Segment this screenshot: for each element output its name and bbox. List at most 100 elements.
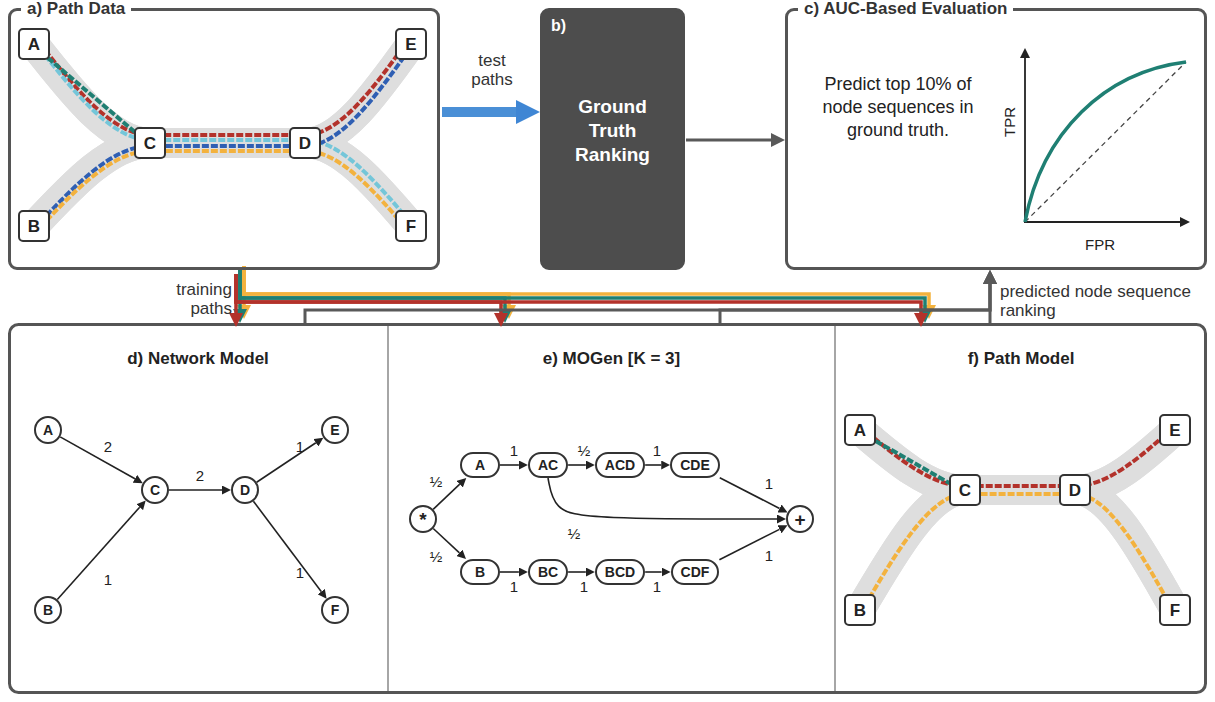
connector-line [57,507,139,599]
node-label: B [43,603,53,617]
node-label: * [419,510,426,529]
connector [253,501,321,591]
flow-label: training paths [140,280,232,318]
connector-line [500,571,519,573]
connector [257,443,316,482]
node-label: BC [538,565,558,579]
path-trace [34,36,411,135]
connector-line [548,478,777,519]
path-trace [860,426,1175,486]
connector-line [568,464,586,466]
path-trace [34,41,411,223]
connector-line [568,571,586,573]
connector-line [257,443,316,482]
state-node: CDF [671,559,720,585]
weight-label: 1 [104,572,112,588]
node-box: D [289,127,321,159]
node-label: F [406,218,416,235]
roc-y-axis [1024,58,1026,223]
node-label: C [150,483,160,497]
node-box: B [844,594,876,626]
node-label: D [240,483,250,497]
connector [568,572,586,573]
node-label: E [330,423,339,437]
weight-label: 1 [765,548,773,564]
weight-label: 1 [296,439,304,455]
node-box: F [395,210,427,242]
node-label: A [475,458,485,472]
connector [720,284,990,323]
node-label: CDE [680,458,710,472]
connector [60,437,135,479]
node-label: ACD [605,458,635,472]
connector [548,478,777,519]
connector [645,572,661,573]
connector [236,266,929,313]
mogen-panel: AACACDCDE*+BBCBCDCDFe) MOGen [K = 3] [388,323,835,694]
panel-divider [834,326,836,691]
node-label: F [1170,602,1180,619]
weight-label: 1 [510,443,518,459]
connector-line [442,107,516,117]
network-node: A [34,416,62,444]
path-band [34,143,411,226]
connector [645,465,661,466]
node-label: + [794,510,805,529]
state-node: B [460,559,500,585]
weight-label: 1 [580,579,588,595]
connector-line [236,274,921,313]
connector [305,284,990,323]
network-node: E [321,416,349,444]
node-label: CDF [681,565,710,579]
axis-label: FPR [1085,236,1115,253]
weight-label: ½ [430,549,443,565]
panel-title: e) MOGen [K = 3] [388,349,835,369]
ranking-box: b)Ground Truth Ranking [540,8,685,270]
connector-line [60,437,135,479]
node-label: D [1069,482,1081,499]
path-data-panel: AECDBFa) Path Data [8,8,440,270]
weight-label: 1 [653,579,661,595]
flow-label: predicted node sequence ranking [1000,282,1196,320]
connector-line [500,464,519,466]
network-node: D [231,476,259,504]
network-node: B [34,596,62,624]
panel-tag: b) [551,17,566,35]
path-trace [34,47,411,229]
connector-line [305,284,990,323]
roc-x-axis [1024,221,1180,223]
path-trace [860,494,1175,614]
node-box: B [18,210,50,242]
connector [169,490,222,491]
connector [686,140,771,141]
node-box: C [949,474,981,506]
path-trace [34,46,150,145]
terminal-node: * [409,505,437,533]
evaluation-panel: c) AUC-Based EvaluationPredict top 10% o… [785,8,1207,270]
node-box: C [134,127,166,159]
path-band [860,490,1175,610]
weight-label: ½ [578,443,591,459]
node-label: D [299,135,311,152]
weight-label: 2 [196,468,204,484]
path-trace [34,151,411,234]
weight-label: 2 [104,439,112,455]
connector [500,572,519,573]
node-label: E [1169,422,1180,439]
roc-diagonal [1025,62,1186,222]
connector-line [989,284,992,323]
path-model-panel: AECDBFf) Path Model [835,323,1207,694]
panel-divider [387,326,389,691]
weight-label: 1 [653,443,661,459]
panel-title: c) AUC-Based Evaluation [798,0,1013,19]
node-box: D [1059,474,1091,506]
axis-label: TPR [1001,107,1018,137]
network-node: C [141,476,169,504]
connector-line [645,464,661,466]
node-label: E [405,36,416,53]
network-model-panel: AECDBFd) Network Model [8,323,388,694]
node-label: A [43,423,53,437]
panel-text: Predict top 10% of node sequences in gro… [808,73,988,142]
connector-line [253,501,321,591]
